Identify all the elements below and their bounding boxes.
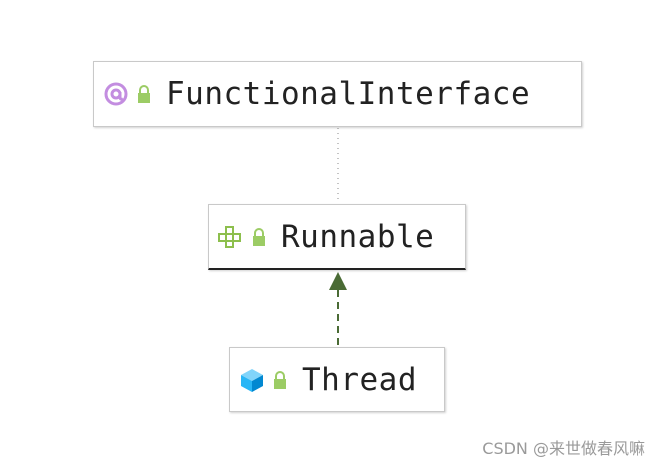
class-icon [238,366,266,394]
node-label: Thread [302,361,417,398]
annotation-icon [102,80,130,108]
interface-icon [217,225,245,249]
lock-icon [136,84,152,104]
runnable-node[interactable]: Runnable [208,204,466,270]
watermark: CSDN @来世做春风嘛 [482,439,645,458]
lock-icon [272,370,288,390]
functional-interface-node[interactable]: FunctionalInterface [93,61,582,127]
thread-node[interactable]: Thread [229,347,445,412]
node-label: Runnable [281,218,435,255]
lock-icon [251,227,267,247]
node-label: FunctionalInterface [166,76,531,112]
implements-arrowhead [329,272,347,290]
